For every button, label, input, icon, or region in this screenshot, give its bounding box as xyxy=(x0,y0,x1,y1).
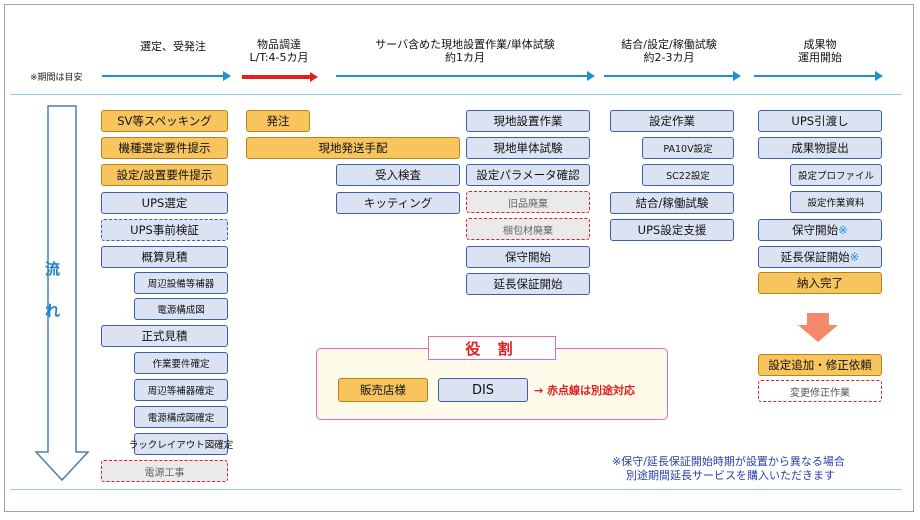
divider-top xyxy=(10,94,902,95)
task-packaging-disposal: 梱包材廃棄 xyxy=(466,218,590,240)
bottom-note-line2: 別途期間延長サービスを購入いただきます xyxy=(626,469,835,482)
task-add-change-request: 設定追加・修正依頼 xyxy=(758,354,882,376)
phase-procurement: 物品調達 L/T:4-5カ月 xyxy=(234,38,324,64)
task-model-requirements: 機種選定要件提示 xyxy=(101,137,228,159)
phase-integration: 結合/設定/稼働試験 約2-3カ月 xyxy=(604,38,734,64)
phase-title: 成果物 xyxy=(803,38,837,51)
task-label: 延長保証開始 xyxy=(780,250,850,264)
flow-label-1: 流 xyxy=(45,260,61,278)
task-change-work: 変更修正作業 xyxy=(758,380,882,402)
task-old-product-disposal: 旧品廃棄 xyxy=(466,191,590,213)
task-power-work: 電源工事 xyxy=(101,460,228,482)
phase-title: 結合/設定/稼働試験 xyxy=(621,38,717,51)
task-configuration: 設定作業 xyxy=(610,110,734,132)
task-maintenance-start: 保守開始 xyxy=(466,246,590,268)
asterisk-mark: ※ xyxy=(838,223,848,237)
phase-duration: L/T:4-5カ月 xyxy=(249,51,309,64)
task-sv-specking: SV等スペッキング xyxy=(101,110,228,132)
phase-arrow xyxy=(604,71,741,81)
task-integration-test: 結合/稼働試験 xyxy=(610,192,734,214)
task-rough-estimate: 概算見積 xyxy=(101,246,228,268)
task-kitting: キッティング xyxy=(336,192,460,214)
task-onsite-installation: 現地設置作業 xyxy=(466,110,590,132)
phase-selection: 選定、受発注 xyxy=(118,40,228,53)
phase-title: 選定、受発注 xyxy=(140,40,206,53)
task-delivery-complete: 納入完了 xyxy=(758,272,882,294)
phase-duration: 約1カ月 xyxy=(445,51,485,64)
divider-bottom xyxy=(10,489,902,490)
task-config-profile: 設定プロファイル xyxy=(790,164,882,186)
task-rack-layout-fixed: ラックレイアウト図確定 xyxy=(129,433,233,455)
phase-title: 物品調達 xyxy=(257,38,301,51)
task-deliverables-submit: 成果物提出 xyxy=(758,137,882,159)
asterisk-mark: ※ xyxy=(849,250,860,264)
phase-arrow-procurement xyxy=(242,72,318,82)
phase-arrow xyxy=(102,71,231,81)
task-order: 発注 xyxy=(246,110,310,132)
bottom-note-line1: ※保守/延長保証開始時期が設置から異なる場合 xyxy=(612,455,845,468)
task-setup-requirements: 設定/設置要件提示 xyxy=(101,164,228,186)
task-power-diagram: 電源構成図 xyxy=(134,298,228,320)
task-ups-selection: UPS選定 xyxy=(101,192,228,214)
flow-label-2: れ xyxy=(45,302,61,320)
task-parameter-check: 設定パラメータ確認 xyxy=(466,164,590,186)
task-shipping-arrangement: 現地発送手配 xyxy=(246,137,460,159)
task-formal-estimate: 正式見積 xyxy=(101,325,228,347)
role-dis: DIS xyxy=(438,378,528,402)
task-onsite-unit-test: 現地単体試験 xyxy=(466,137,590,159)
task-power-diagram-fixed: 電源構成図確定 xyxy=(134,406,228,428)
phase-duration: 運用開始 xyxy=(798,51,842,64)
phase-deliverables: 成果物 運用開始 xyxy=(770,38,870,64)
task-config-documents: 設定作業資料 xyxy=(790,191,882,213)
task-ups-handover: UPS引渡し xyxy=(758,110,882,132)
task-pa10v-setting: PA10V設定 xyxy=(642,137,734,159)
task-ups-pre-verification: UPS事前検証 xyxy=(101,219,228,241)
task-peripheral-fixed: 周辺等補器確定 xyxy=(134,379,228,401)
role-red-dash-note: → 赤点線は別途対応 xyxy=(534,384,636,397)
task-acceptance-inspection: 受入検査 xyxy=(336,164,460,186)
role-legend-title: 役 割 xyxy=(428,336,556,360)
down-arrow-icon xyxy=(798,313,838,342)
task-warranty-start-final: 延長保証開始※ xyxy=(758,246,882,268)
task-work-requirements-fixed: 作業要件確定 xyxy=(134,352,228,374)
task-maintenance-start-final: 保守開始※ xyxy=(758,219,882,241)
task-ups-setup-support: UPS設定支援 xyxy=(610,219,734,241)
task-warranty-start: 延長保証開始 xyxy=(466,273,590,295)
task-label: 保守開始 xyxy=(792,223,839,237)
role-dealer: 販売店様 xyxy=(338,378,428,402)
task-sc22-setting: SC22設定 xyxy=(642,164,734,186)
phase-duration: 約2-3カ月 xyxy=(643,51,695,64)
phase-arrow xyxy=(754,71,883,81)
timeline-note: ※期間は目安 xyxy=(30,73,83,83)
phase-installation: サーバ含めた現地設置作業/単体試験 約1カ月 xyxy=(340,38,590,64)
phase-arrow xyxy=(336,71,595,81)
task-peripheral-equipment: 周辺設備等補器 xyxy=(134,272,228,294)
phase-title: サーバ含めた現地設置作業/単体試験 xyxy=(375,38,555,51)
flow-down-arrow xyxy=(34,105,90,482)
